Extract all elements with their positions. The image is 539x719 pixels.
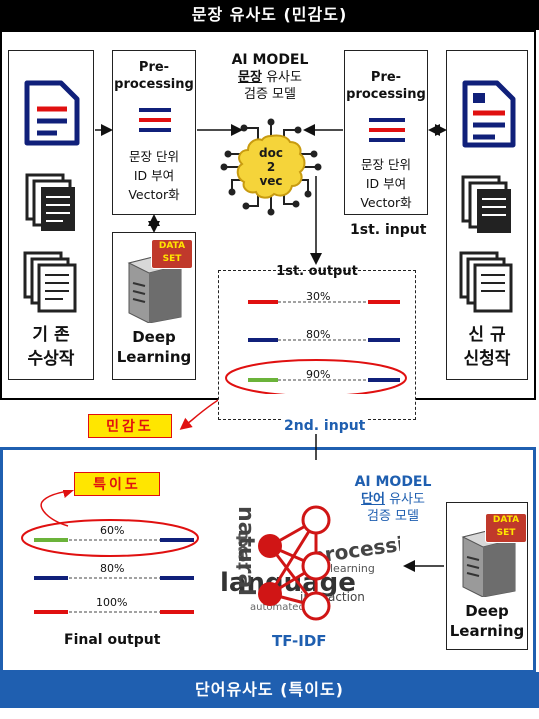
model1-title: AI MODEL — [231, 52, 309, 68]
model2-subtitle: 검증 모델 — [367, 509, 419, 524]
first-output-row1: 30% — [306, 290, 331, 303]
preprocess-right-step2: ID 부여 — [365, 176, 407, 191]
new-label-line1: 신 규 — [468, 325, 506, 345]
model2-label: AI MODEL 단어 유사도 검증 모델 — [340, 474, 446, 525]
new-applications-box: 신 규 신청작 — [446, 50, 528, 380]
first-output-bars — [225, 300, 407, 394]
deep-learning-bottom-line2: Learning — [449, 622, 525, 640]
existing-label-line1: 기 존 — [32, 325, 70, 345]
model2-title: AI MODEL — [354, 474, 432, 490]
doc2vec-circuit-brain-icon — [220, 118, 322, 216]
lines-icon — [139, 108, 171, 132]
first-output-title: 1st. output — [276, 264, 358, 279]
word-similarity-panel — [0, 447, 536, 673]
dataset-badge: DATA SET — [151, 239, 193, 269]
form-document-icon — [462, 80, 516, 148]
page-title: 문장 유사도 (민감도) — [0, 0, 539, 30]
dataset-badge: DATA SET — [485, 513, 527, 543]
first-output-box — [218, 270, 416, 420]
model1-keyword: 문장 — [238, 70, 262, 85]
flow-arrow-deep-learning — [403, 560, 444, 572]
tfidf-label: TF-IDF — [272, 632, 327, 650]
stacked-documents-icon — [25, 173, 75, 231]
stacked-documents-icon — [461, 175, 511, 233]
sensitivity-label: 민감도 — [88, 414, 172, 438]
doc2vec-label: doc 2 vec — [246, 146, 296, 188]
final-output-row3: 100% — [96, 596, 128, 609]
preprocess-right-step1: 문장 단위 — [361, 157, 411, 172]
deep-learning-bottom-line1: Deep — [465, 602, 509, 620]
footer-title: 단어유사도 (특이도) — [0, 672, 539, 708]
preprocess-left-step2: ID 부여 — [133, 168, 175, 183]
model1-label: AI MODEL 문장 유사도 검증 모델 — [205, 52, 335, 103]
preprocessing-left-box: Pre- processing 문장 단위 ID 부여 Vector화 — [112, 50, 196, 215]
lines-icon — [369, 118, 405, 142]
model1-subtitle: 검증 모델 — [244, 87, 296, 102]
stacked-documents-outline-icon — [459, 251, 513, 313]
doc2vec-line1: doc — [259, 146, 283, 160]
existing-label-line2: 수상작 — [27, 349, 75, 369]
dataset-badge-line2: SET — [162, 254, 182, 264]
doc2vec-line2: 2 — [266, 160, 276, 174]
new-applications-label: 신 규 신청작 — [447, 323, 527, 371]
model1-suffix: 유사도 — [261, 70, 302, 85]
word-cloud-word: learning — [330, 562, 375, 575]
model2-keyword: 단어 — [361, 492, 385, 507]
server-icon — [127, 254, 183, 323]
model2-suffix: 유사도 — [384, 492, 425, 507]
specificity-label: 특이도 — [74, 472, 160, 496]
preprocess-right-step3: Vector화 — [360, 195, 412, 210]
deep-learning-top-line2: Learning — [116, 348, 192, 366]
first-output-row3: 90% — [306, 368, 331, 381]
first-input-label: 1st. input — [350, 222, 427, 238]
preprocess-right-title1: Pre- — [370, 70, 402, 85]
final-output-row2: 80% — [100, 562, 125, 575]
document-icon — [24, 80, 80, 146]
final-output-bars — [21, 490, 199, 614]
stacked-documents-outline-icon — [23, 251, 77, 313]
final-output-title: Final output — [64, 632, 161, 648]
dataset-badge-line1: DATA — [492, 515, 520, 525]
preprocess-left-step1: 문장 단위 — [129, 149, 179, 164]
preprocess-left-step3: Vector화 — [128, 187, 180, 202]
dataset-badge-line1: DATA — [158, 241, 186, 251]
dataset-badge-line2: SET — [496, 528, 516, 538]
neural-network-icon — [258, 505, 331, 621]
existing-works-label: 기 존 수상작 — [9, 323, 93, 371]
existing-works-box: 기 존 수상작 — [8, 50, 94, 380]
preprocess-left-title1: Pre- — [138, 60, 170, 75]
deep-learning-box-top: DATA SET Deep Learning — [112, 232, 196, 380]
deep-learning-top-line1: Deep — [132, 328, 176, 346]
preprocessing-right-box: Pre- processing 문장 단위 ID 부여 Vector화 — [344, 50, 428, 215]
new-label-line2: 신청작 — [463, 349, 511, 369]
first-output-row2: 80% — [306, 328, 331, 341]
word-cloud-word: automated — [250, 602, 305, 613]
deep-learning-box-bottom: DATA SET Deep Learning — [446, 502, 528, 650]
doc2vec-line3: vec — [259, 174, 283, 188]
second-input-label: 2nd. input — [282, 418, 368, 434]
final-output-row1: 60% — [100, 524, 125, 537]
preprocess-left-title2: processing — [114, 77, 194, 92]
preprocess-right-title2: processing — [346, 87, 426, 102]
